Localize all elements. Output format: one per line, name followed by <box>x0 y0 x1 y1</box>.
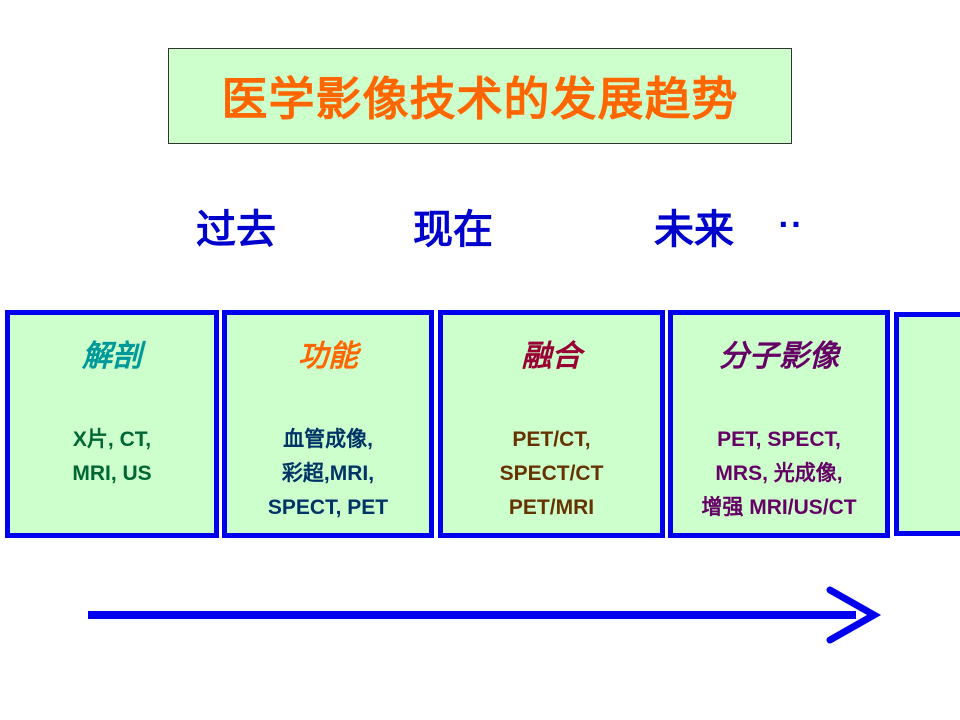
era-ellipsis: ·· <box>778 208 804 241</box>
slide-title: 医学影像技术的发展趋势 <box>221 72 739 126</box>
stage-line: PET/MRI <box>508 496 595 519</box>
stage-line: 增强 MRI/US/CT <box>701 496 857 519</box>
stage-box-function: 功能 血管成像, 彩超,MRI, SPECT, PET <box>222 310 434 538</box>
stage-body: PET, SPECT, MRS, 光成像, 增强 MRI/US/CT <box>673 423 885 525</box>
stage-line: PET/CT, <box>512 428 591 451</box>
stage-body: PET/CT, SPECT/CT PET/MRI <box>443 423 660 525</box>
era-present-label: 现在 <box>413 207 493 253</box>
stage-heading: 分子影像 <box>719 339 839 374</box>
stage-line: 彩超,MRI, <box>281 462 375 485</box>
stage-box-fusion: 融合 PET/CT, SPECT/CT PET/MRI <box>438 310 665 538</box>
stage-box-partial <box>894 312 960 536</box>
stage-box-anatomy: 解剖 X片, CT, MRI, US <box>5 310 219 538</box>
stage-body: 血管成像, 彩超,MRI, SPECT, PET <box>227 423 429 525</box>
right-arrow-icon <box>88 586 882 644</box>
stage-line: 血管成像, <box>283 428 373 451</box>
title-box: 医学影像技术的发展趋势 <box>168 48 792 144</box>
era-past-label: 过去 <box>196 207 276 253</box>
era-future-label: 未来 <box>654 207 734 253</box>
stage-line: SPECT, PET <box>267 496 389 519</box>
stage-heading: 功能 <box>298 339 358 374</box>
stage-line: MRS, 光成像, <box>715 462 843 485</box>
stage-heading: 融合 <box>521 339 582 374</box>
stage-body: X片, CT, MRI, US <box>10 423 214 491</box>
stage-line: SPECT/CT <box>499 462 604 485</box>
stage-line: PET, SPECT, <box>717 428 841 451</box>
arrow-head <box>826 586 882 644</box>
stage-heading: 解剖 <box>82 339 142 374</box>
stage-line: MRI, US <box>72 462 152 485</box>
stage-box-molecular: 分子影像 PET, SPECT, MRS, 光成像, 增强 MRI/US/CT <box>668 310 890 538</box>
stage-line: X片, CT, <box>72 428 152 451</box>
